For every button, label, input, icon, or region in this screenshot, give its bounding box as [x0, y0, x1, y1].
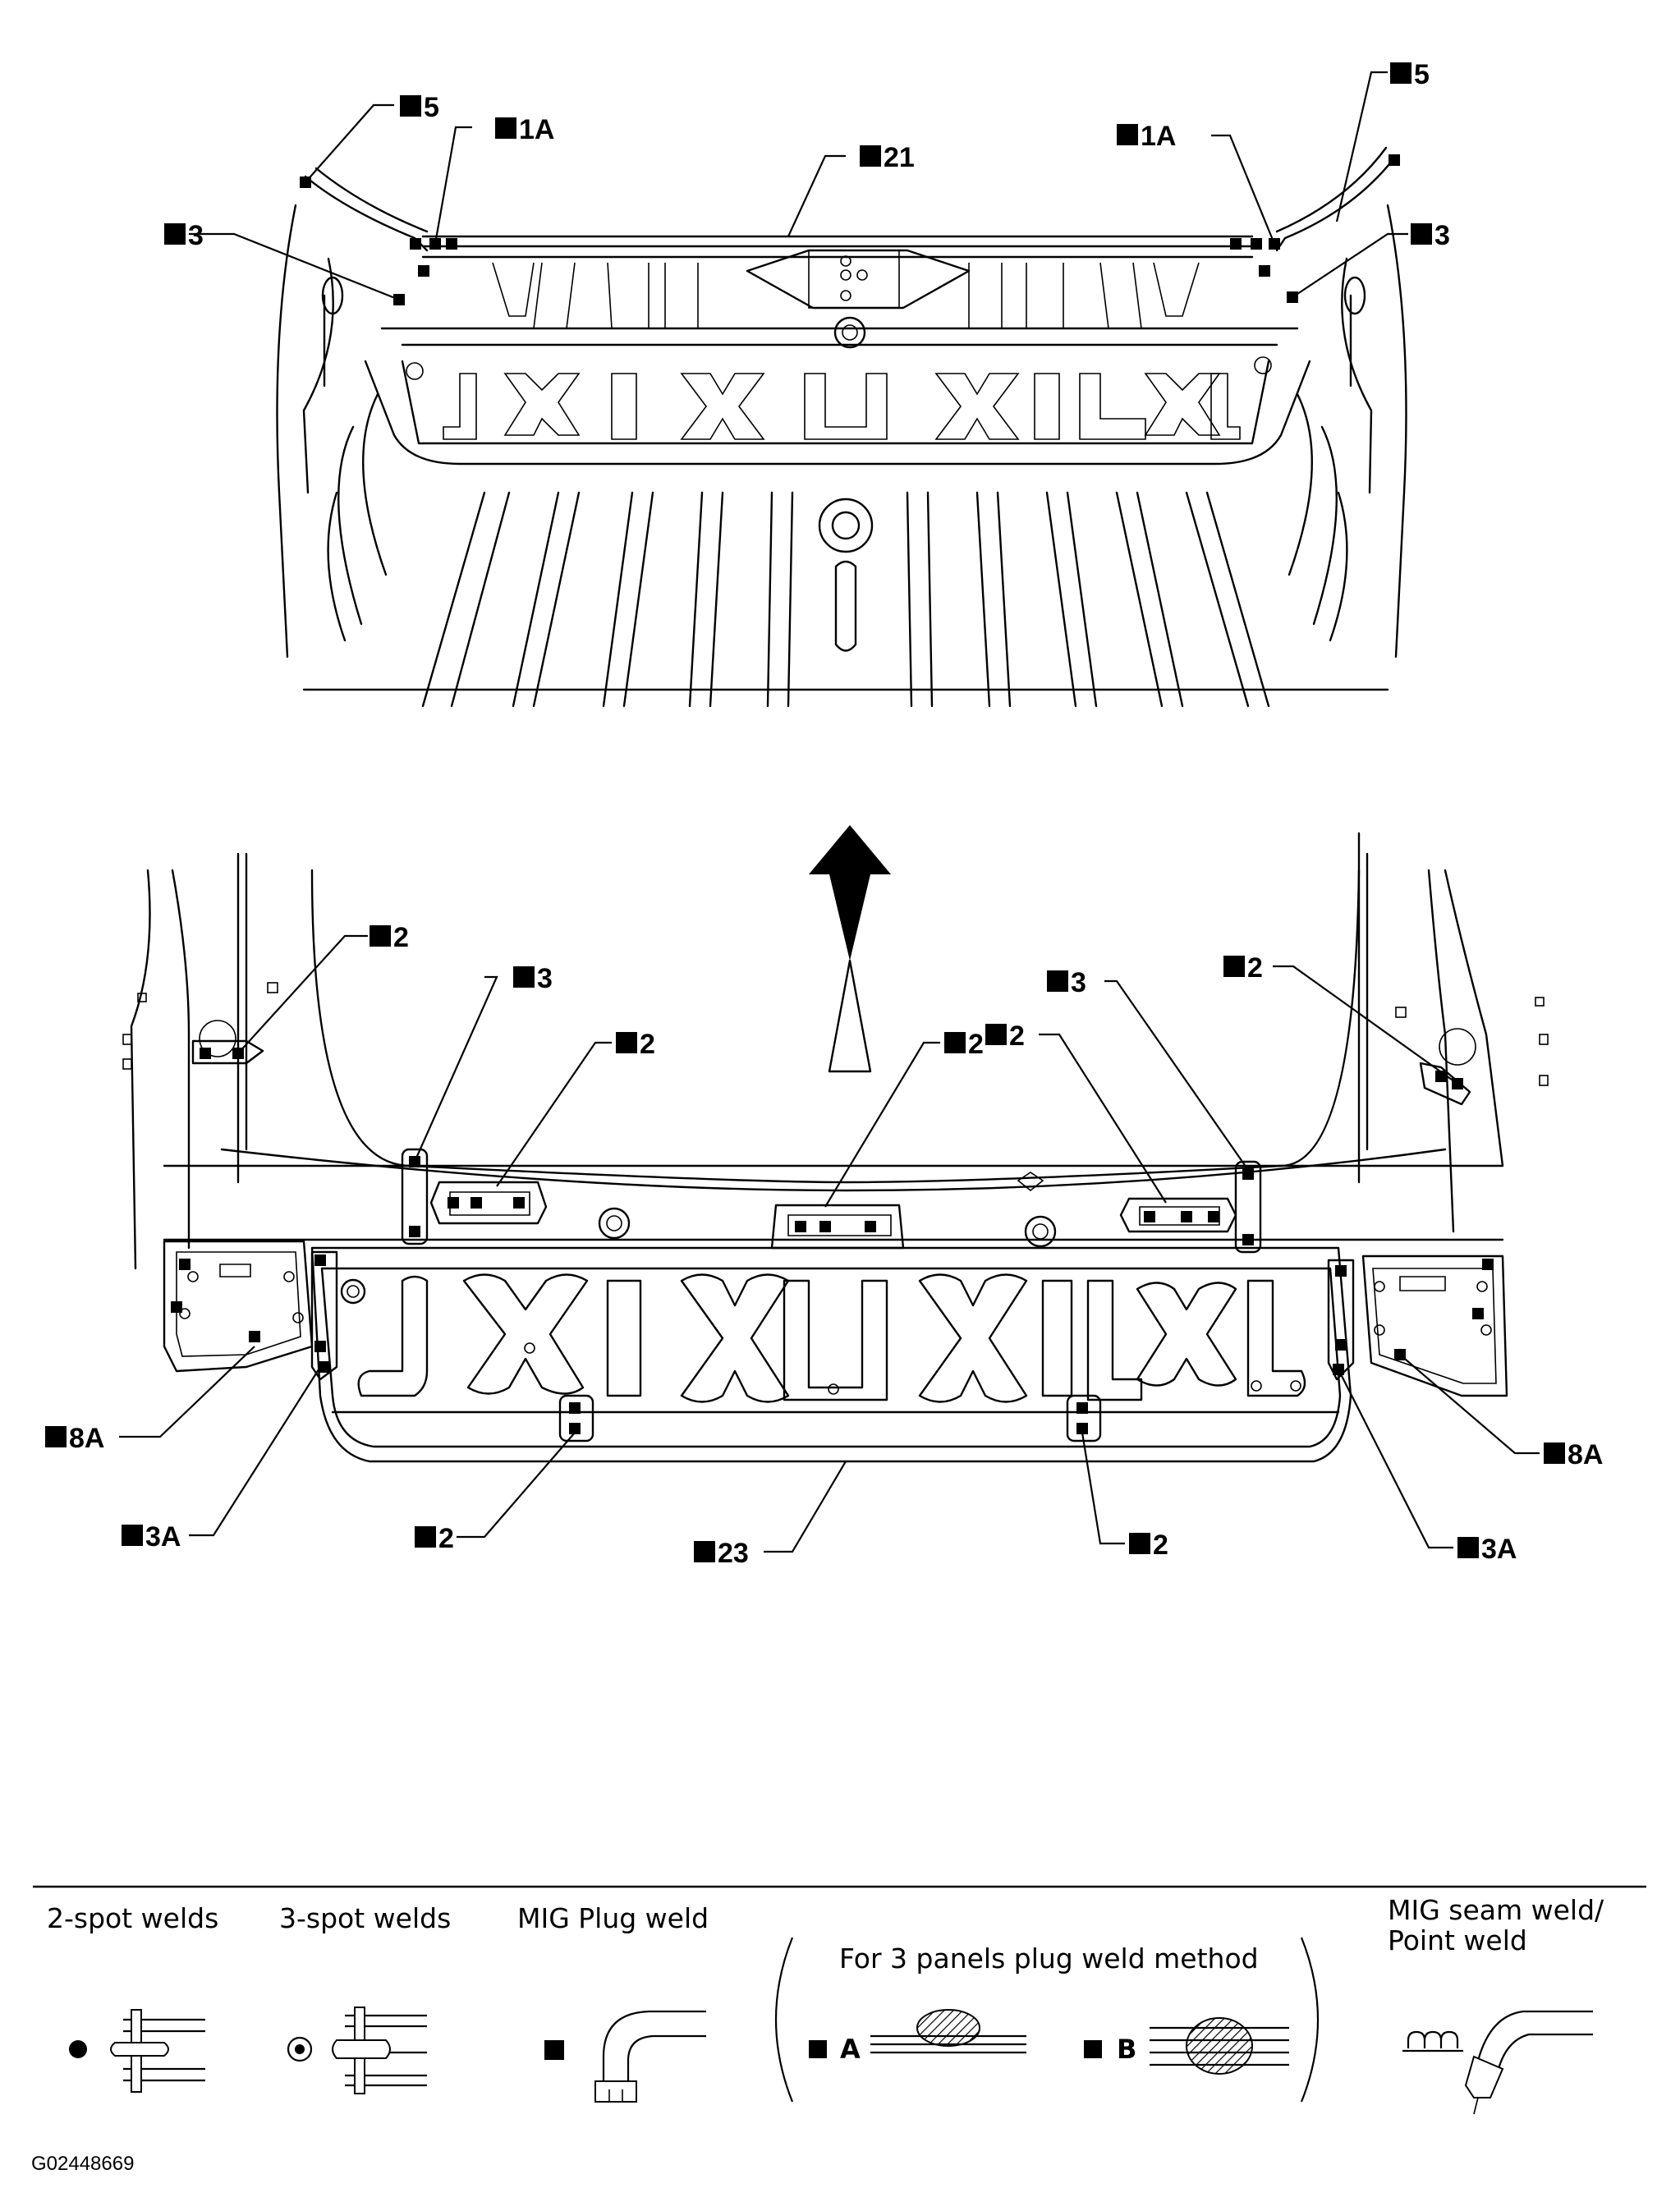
method-b-icon: B [1084, 2017, 1289, 2075]
callout-top-5-left: 5 [400, 92, 439, 123]
callout-top-21: 21 [860, 142, 915, 173]
svg-text:2: 2 [968, 1029, 984, 1060]
method-a-icon: A [809, 2009, 1026, 2065]
callout-bot-23: 23 [694, 1538, 749, 1569]
svg-text:8A: 8A [1568, 1439, 1603, 1470]
callout-top-5-right: 5 [1390, 59, 1430, 90]
svg-text:8A: 8A [69, 1423, 104, 1454]
svg-text:1A: 1A [1141, 121, 1176, 152]
svg-text:2: 2 [1153, 1530, 1168, 1561]
svg-text:2: 2 [438, 1523, 454, 1554]
svg-text:3: 3 [188, 220, 204, 251]
svg-text:5: 5 [1414, 59, 1430, 90]
svg-text:23: 23 [718, 1538, 749, 1569]
callout-bot-3-right: 3 [1047, 967, 1086, 998]
figure-code: G02448669 [31, 2153, 134, 2175]
callout-top-3-left: 3 [164, 220, 204, 251]
callout-bot-2-left-bracket: 2 [616, 1029, 655, 1060]
svg-text:A: A [840, 2034, 861, 2065]
callout-bot-2-center: 2 [944, 1029, 984, 1060]
callout-bot-3a-left: 3A [122, 1521, 181, 1553]
mig-plug-weld-icon [544, 2010, 706, 2103]
svg-text:2: 2 [1247, 952, 1263, 984]
svg-text:3: 3 [1071, 967, 1086, 998]
callout-top-3-right: 3 [1411, 220, 1450, 251]
callout-bot-8a-left: 8A [45, 1423, 104, 1454]
left-paren [774, 1937, 794, 2103]
two-spot-weld-icon [69, 2009, 205, 2093]
svg-text:2: 2 [1009, 1021, 1025, 1052]
top-bed-view [189, 71, 1408, 708]
callout-top-1a-left: 1A [495, 114, 554, 145]
legend-seam-label-2: Point weld [1388, 1924, 1527, 1956]
legend-2-spot-label: 2-spot welds [47, 1902, 218, 1934]
svg-text:1A: 1A [519, 114, 554, 145]
callout-bot-2-right-bracket: 2 [985, 1021, 1025, 1052]
legend-3-spot-label: 3-spot welds [279, 1902, 451, 1934]
callout-bot-2-lower-left: 2 [415, 1523, 454, 1554]
callout-bot-2-upper-right: 2 [1223, 952, 1263, 984]
svg-text:3: 3 [537, 963, 553, 994]
callout-bot-2-lower-right: 2 [1129, 1530, 1168, 1561]
weld-legend: 2-spot welds 3-spot welds MIG Plug weld [33, 1885, 1646, 2115]
callout-bot-2-upper-left: 2 [370, 922, 409, 953]
callout-bot-3a-right: 3A [1457, 1534, 1517, 1565]
legend-mig-plug-label: MIG Plug weld [517, 1902, 709, 1934]
direction-arrow [809, 825, 891, 1073]
svg-text:5: 5 [424, 92, 439, 123]
svg-text:3: 3 [1434, 220, 1450, 251]
callout-labels: 5 1A 21 1A 5 3 3 2 3 2 2 3 2 2 8A 3A 2 2… [45, 59, 1603, 1569]
mig-seam-weld-icon [1402, 2010, 1593, 2115]
callout-top-1a-right: 1A [1117, 121, 1176, 152]
svg-text:B: B [1117, 2034, 1136, 2065]
callout-bot-3-left: 3 [513, 963, 553, 994]
callout-bot-8a-right: 8A [1544, 1439, 1603, 1470]
legend-three-panel-label: For 3 panels plug weld method [839, 1942, 1259, 1975]
right-paren [1300, 1937, 1320, 2103]
legend-seam-label-1: MIG seam weld/ [1388, 1894, 1604, 1926]
bottom-weld-points [171, 1048, 1494, 1434]
bottom-rear-panel-view [119, 832, 1549, 1553]
three-spot-weld-icon [287, 2007, 427, 2094]
svg-text:2: 2 [640, 1029, 655, 1060]
top-weld-points [300, 154, 1400, 305]
svg-text:2: 2 [393, 922, 409, 953]
svg-text:3A: 3A [1481, 1534, 1517, 1565]
svg-text:3A: 3A [145, 1521, 181, 1553]
svg-text:21: 21 [884, 142, 915, 173]
